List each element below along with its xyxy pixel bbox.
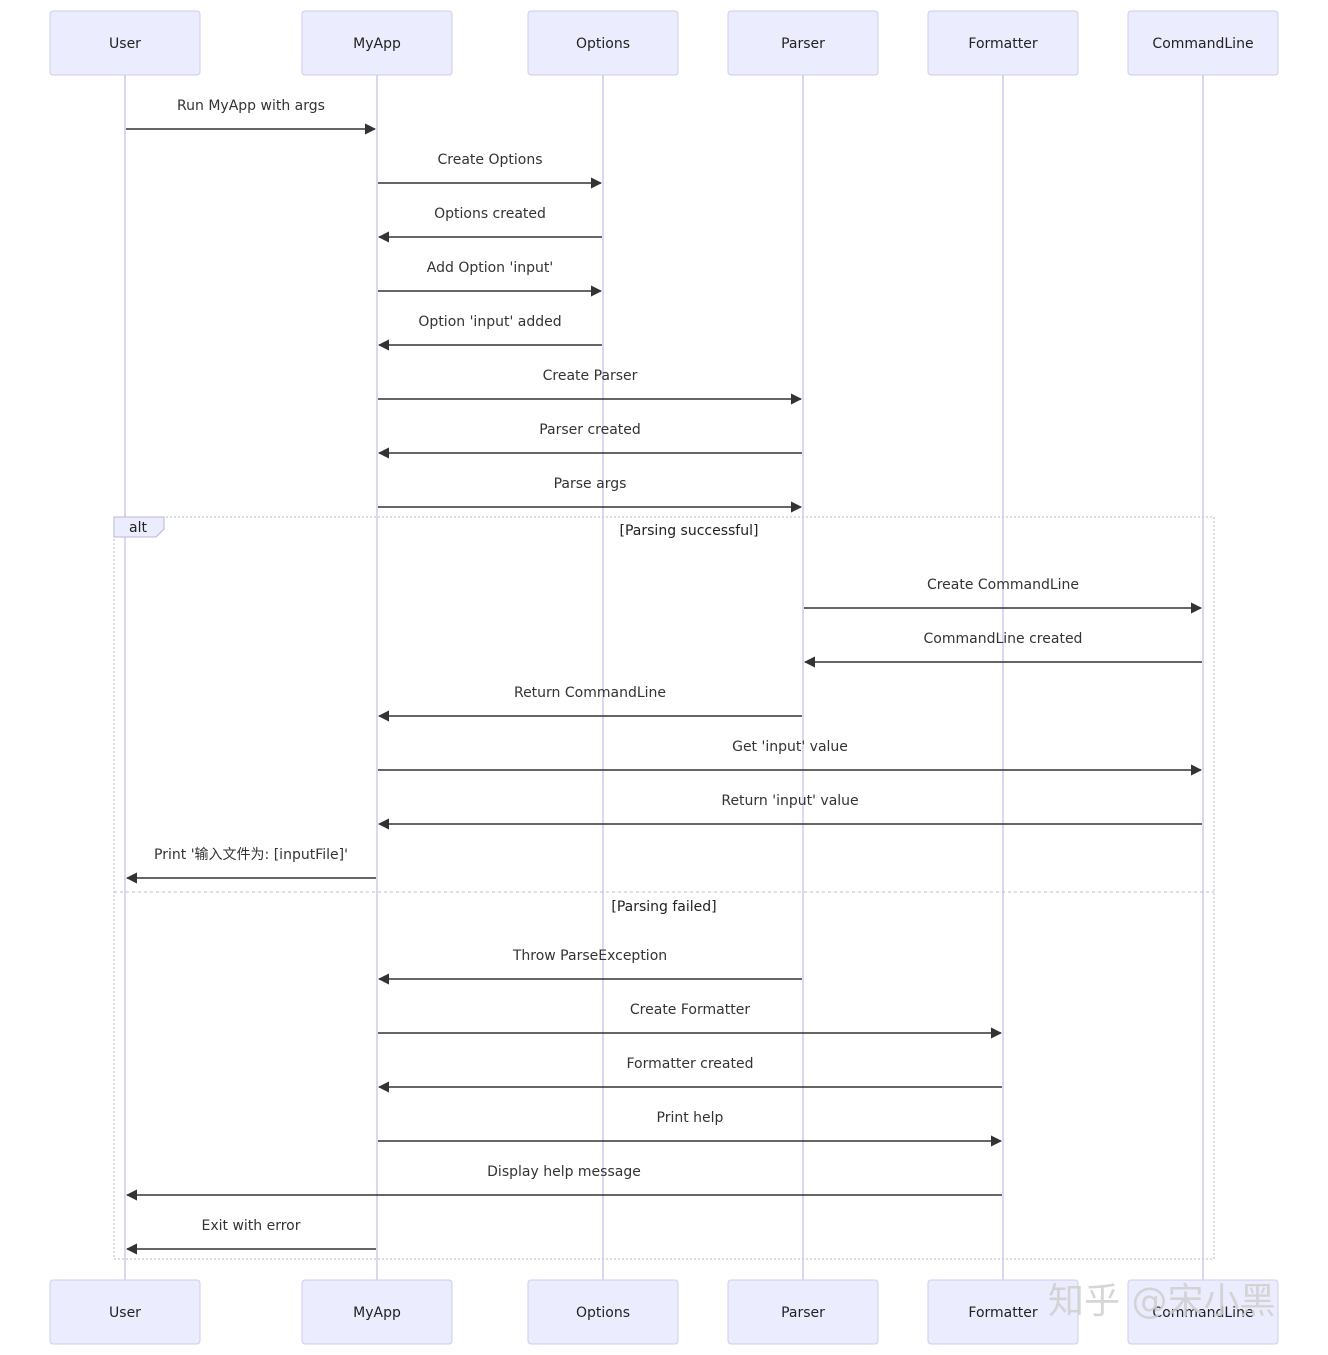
actor-formatter-bottom[interactable]: Formatter bbox=[927, 1279, 1079, 1345]
message-label: Create CommandLine bbox=[927, 577, 1079, 593]
actor-user-bottom[interactable]: User bbox=[49, 1279, 201, 1345]
actor-box bbox=[49, 10, 201, 76]
message-label: Parse args bbox=[554, 476, 627, 492]
message-label: Display help message bbox=[487, 1164, 641, 1180]
message-7: Parser created bbox=[377, 422, 802, 459]
message-8: Parse args bbox=[378, 476, 803, 513]
actor-box bbox=[527, 10, 679, 76]
actor-label: Options bbox=[576, 1305, 630, 1321]
alt-label: alt bbox=[129, 520, 147, 536]
message-19: Display help message bbox=[125, 1164, 1002, 1201]
message-label: Exit with error bbox=[201, 1218, 300, 1234]
actor-user-top[interactable]: User bbox=[49, 10, 201, 76]
actor-label: CommandLine bbox=[1152, 1305, 1253, 1321]
message-16: Create Formatter bbox=[378, 1002, 1003, 1039]
alt-condition-success: [Parsing successful] bbox=[620, 523, 759, 539]
actor-label: Options bbox=[576, 36, 630, 52]
message-20: Exit with error bbox=[125, 1218, 376, 1255]
message-label: Create Parser bbox=[543, 368, 638, 384]
actor-box bbox=[49, 1279, 201, 1345]
actor-commandline-bottom[interactable]: CommandLine bbox=[1127, 1279, 1279, 1345]
actor-box bbox=[1127, 10, 1279, 76]
message-label: Return 'input' value bbox=[721, 793, 858, 809]
actor-parser-bottom[interactable]: Parser bbox=[727, 1279, 879, 1345]
alt-tab bbox=[113, 516, 165, 538]
message-label: Formatter created bbox=[627, 1056, 754, 1072]
message-18: Print help bbox=[378, 1110, 1003, 1147]
actor-box bbox=[301, 1279, 453, 1345]
message-label: Options created bbox=[434, 206, 546, 222]
actor-label: Parser bbox=[781, 1305, 825, 1321]
actor-label: CommandLine bbox=[1152, 36, 1253, 52]
message-label: Option 'input' added bbox=[418, 314, 561, 330]
message-label: Print '输入文件为: [inputFile]' bbox=[154, 847, 348, 863]
actor-label: User bbox=[109, 1305, 141, 1321]
watermark-text: 知乎 @宋小黑 bbox=[1048, 1281, 1275, 1322]
message-label: Create Options bbox=[438, 152, 543, 168]
actor-label: Formatter bbox=[968, 1305, 1037, 1321]
message-label: Add Option 'input' bbox=[427, 260, 553, 276]
actor-options-bottom[interactable]: Options bbox=[527, 1279, 679, 1345]
alt-frame-border bbox=[113, 516, 1215, 1260]
message-label: Print help bbox=[657, 1110, 724, 1126]
actor-box bbox=[527, 1279, 679, 1345]
actor-label: Parser bbox=[781, 36, 825, 52]
message-label: Throw ParseException bbox=[512, 948, 667, 964]
message-9: Create CommandLine bbox=[804, 577, 1203, 614]
actor-label: MyApp bbox=[353, 36, 401, 52]
message-6: Create Parser bbox=[378, 368, 803, 405]
actor-box bbox=[927, 1279, 1079, 1345]
message-4: Add Option 'input' bbox=[378, 260, 603, 297]
message-5: Option 'input' added bbox=[377, 314, 602, 351]
message-label: Create Formatter bbox=[630, 1002, 750, 1018]
message-12: Get 'input' value bbox=[378, 739, 1203, 776]
message-3: Options created bbox=[377, 206, 602, 243]
actor-box bbox=[727, 10, 879, 76]
actor-label: User bbox=[109, 36, 141, 52]
message-11: Return CommandLine bbox=[377, 685, 802, 722]
actor-formatter-top[interactable]: Formatter bbox=[927, 10, 1079, 76]
actor-label: MyApp bbox=[353, 1305, 401, 1321]
actor-myapp-bottom[interactable]: MyApp bbox=[301, 1279, 453, 1345]
message-14: Print '输入文件为: [inputFile]' bbox=[125, 847, 376, 884]
alt-frame: alt [Parsing successful] [Parsing failed] bbox=[113, 516, 1215, 1260]
message-15: Throw ParseException bbox=[377, 948, 802, 985]
actor-options-top[interactable]: Options bbox=[527, 10, 679, 76]
actor-commandline-top[interactable]: CommandLine bbox=[1127, 10, 1279, 76]
actor-box bbox=[927, 10, 1079, 76]
message-label: Return CommandLine bbox=[514, 685, 666, 701]
message-label: Run MyApp with args bbox=[177, 98, 325, 114]
actor-box bbox=[1127, 1279, 1279, 1345]
actor-parser-top[interactable]: Parser bbox=[727, 10, 879, 76]
actor-myapp-top[interactable]: MyApp bbox=[301, 10, 453, 76]
message-label: CommandLine created bbox=[924, 631, 1083, 647]
alt-condition-failed: [Parsing failed] bbox=[611, 899, 716, 915]
actor-box bbox=[301, 10, 453, 76]
actor-box bbox=[727, 1279, 879, 1345]
message-2: Create Options bbox=[378, 152, 603, 189]
actor-label: Formatter bbox=[968, 36, 1037, 52]
message-1: Run MyApp with args bbox=[126, 98, 377, 135]
message-13: Return 'input' value bbox=[377, 793, 1202, 830]
message-17: Formatter created bbox=[377, 1056, 1002, 1093]
message-label: Get 'input' value bbox=[732, 739, 848, 755]
message-10: CommandLine created bbox=[803, 631, 1202, 668]
message-label: Parser created bbox=[539, 422, 641, 438]
